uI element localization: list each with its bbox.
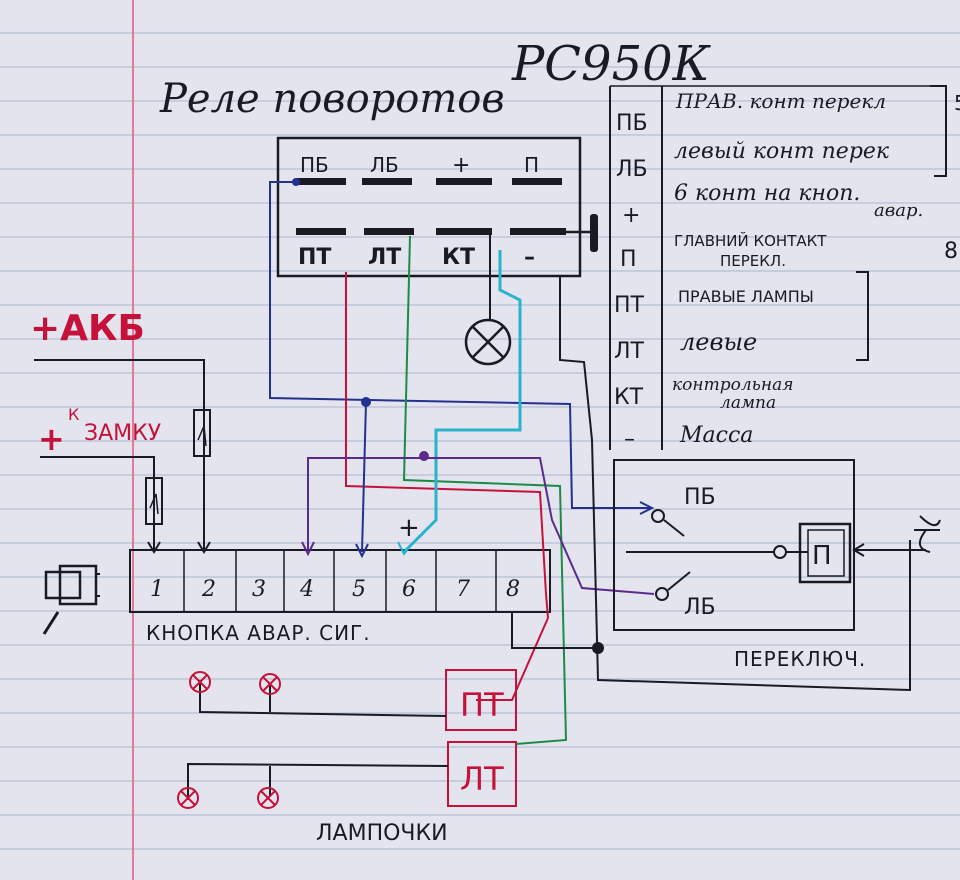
pin-3: 3 [252,577,266,602]
terminal-bar-plus [436,178,492,185]
ignition-fuse-icon [145,477,163,525]
legend-code-kt: КТ [614,385,644,410]
turn-switch-outline [613,459,855,631]
legend-desc-plus-2: авар. [874,200,923,221]
hazard-button-block: 1 2 3 4 5 6 7 8 + КНОПКА АВАР. СИГ. [129,513,551,645]
ignition-wire [40,456,155,550]
terminal-label-pt: ПТ [298,245,331,270]
lamp-block-pt [445,669,517,731]
terminal-bar-kt [436,228,492,235]
legend-desc-p-2: ПЕРЕКЛ. [720,252,786,270]
legend-desc-lb: левый конт перек [674,139,890,164]
legend-desc-plus: 6 конт на кноп. [674,181,860,206]
right-rear-lamp-icon [259,673,281,695]
legend-desc-p: ГЛАВНИЙ КОНТАКТ [674,231,827,250]
legend-desc-pb: ПРАВ. конт перекл [675,89,886,113]
connector-icon [42,564,100,635]
terminal-label-p: П [524,153,539,177]
wire-cyan-p [402,250,522,554]
legend-desc-minus: Масса [679,423,753,448]
legend-code-plus: + [622,203,640,228]
legend-bracket-lamps [856,271,869,361]
left-rear-lamp-icon [257,787,279,809]
legend-code-lb: ЛБ [616,157,648,182]
lamp-wiring [187,680,449,800]
legend-table: 5 8 ПБ ПРАВ. конт перекл ЛБ левый конт п… [609,85,960,452]
switch-label-pb: ПБ [684,485,716,510]
pin-7: 7 [456,577,470,602]
terminal-bar-p [512,178,562,185]
margin-line [132,0,134,880]
wire-navy-pin5 [361,401,367,553]
relay-model: РС950К [511,36,712,92]
lamps-label: ЛАМПОЧКИ [316,821,448,846]
legend-desc-kt: контрольная [672,375,794,395]
lamp-block-lt [447,741,517,807]
terminal-label-kt: КТ [442,245,475,270]
legend-desc-pt: ПРАВЫЕ ЛАМПЫ [678,287,814,306]
relay-outline [276,136,582,278]
lamp-block-pt-label: ПТ [460,686,504,724]
right-front-lamp-icon [189,671,211,693]
wire-green-lt [402,235,568,745]
legend-code-p: П [620,247,637,272]
control-lamp-icon [464,318,512,366]
lamp-block-lt-label: ЛТ [460,760,504,798]
wire-red-pt [345,272,550,701]
pin-2: 2 [201,577,216,602]
ignition-k: К [68,405,80,424]
terminal-label-lb: ЛБ [370,153,399,177]
battery-wire [34,359,205,550]
terminal-label-minus: – [524,245,535,270]
legend-side-mark-8: 8 [944,239,958,264]
terminal-bar-lt [364,228,414,235]
terminal-label-lt: ЛТ [368,245,401,270]
wire-purple-lb [307,457,655,595]
switch-label-p: П [812,541,832,571]
button-plus-mark: + [398,513,420,543]
hazard-button-outline [129,549,551,613]
legend-code-lt: ЛТ [614,339,645,364]
relay-unit: ПБ ЛБ + П ПТ ЛТ КТ – [276,136,598,278]
legend-code-minus: – [624,427,635,452]
terminal-bar-pb [296,178,346,185]
turn-switch-label: ПЕРЕКЛЮЧ. [734,647,866,671]
terminal-label-plus: + [452,153,470,178]
battery-fuse-icon [193,409,211,457]
wire-black-ground [559,276,911,692]
terminal-bar-lb [362,178,412,185]
legend-side-mark-5: 5 [954,91,960,115]
wire-black-pin8 [511,612,598,649]
pin-5: 5 [352,577,366,602]
terminal-bar-pt [296,228,346,235]
pin-1: 1 [150,577,164,602]
switch-label-lb: ЛБ [684,595,716,620]
ignition-label: ЗАМКУ [84,421,162,446]
battery-label: +АКБ [30,308,145,349]
pin-6: 6 [402,577,416,602]
legend-desc-kt-2: лампа [720,393,776,413]
ignition-plus: + [38,420,65,458]
pin-8: 8 [506,577,520,602]
ground-icon [590,214,598,252]
hazard-button-label: КНОПКА АВАР. СИГ. [146,621,371,645]
wire-blue-pb [269,181,652,509]
terminal-label-pb: ПБ [300,153,329,177]
switch-main-contact [798,522,852,584]
diagram-title: Реле поворотов [159,76,505,122]
left-front-lamp-icon [177,787,199,809]
turn-switch-block: ПБ ЛБ П [613,459,941,631]
legend-bracket-top [930,85,947,177]
terminal-bar-minus [510,228,566,235]
pin-4: 4 [299,577,314,602]
legend-desc-lt: левые [680,328,757,356]
legend-code-pt: ПТ [614,293,645,318]
legend-code-pb: ПБ [616,111,648,136]
